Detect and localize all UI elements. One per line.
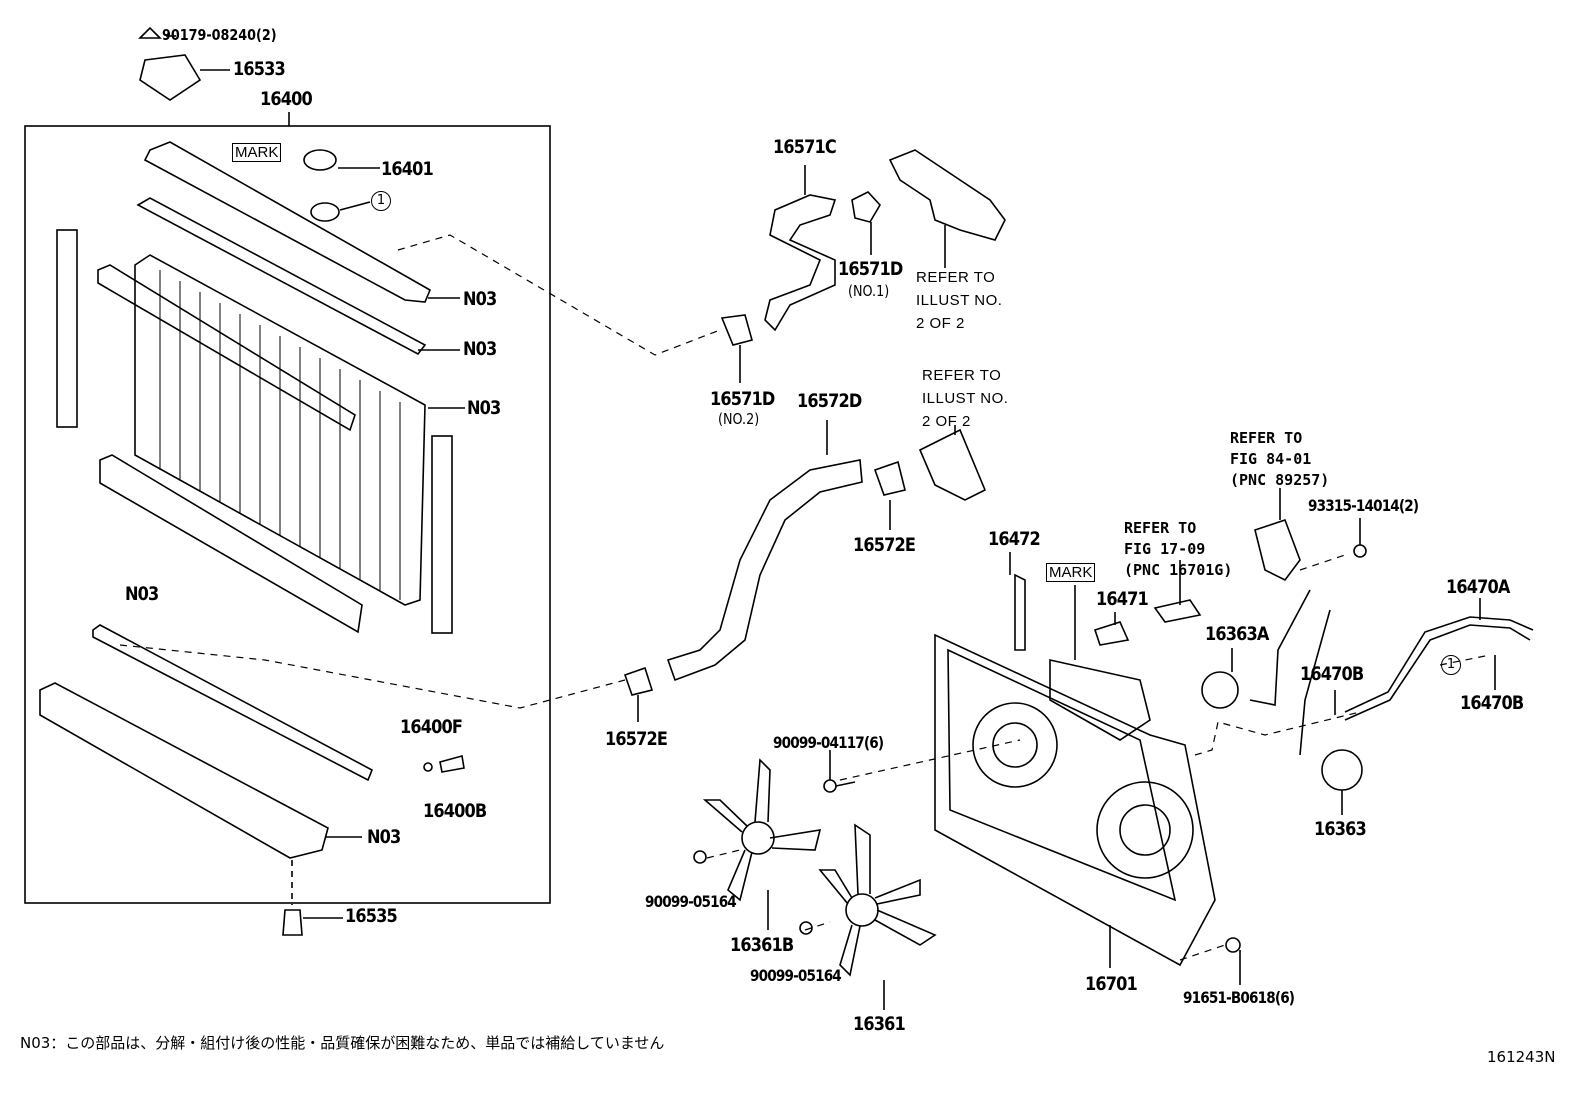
- part-label-16571d-no2: 16571D: [710, 388, 775, 410]
- fan-shroud: [934, 633, 1216, 967]
- part-label-16572e: 16572E: [605, 728, 668, 750]
- part-label-90099-05164: 90099-05164: [750, 966, 842, 985]
- part-label-16571c: 16571C: [773, 136, 837, 158]
- refer-illust-note: REFER TO ILLUST NO. 2 OF 2: [916, 269, 1003, 332]
- radiator-assembly-frame: [24, 125, 551, 904]
- lower-tank: [39, 682, 329, 859]
- part-label-90179-08240: 90179-08240(2): [162, 26, 277, 44]
- overflow-hose: [1344, 616, 1534, 721]
- part-label-n03: N03: [467, 397, 501, 419]
- part-label-16470a: 16470A: [1446, 576, 1510, 598]
- reference-circle-1: 1: [371, 191, 391, 211]
- part-label-16535: 16535: [345, 905, 398, 927]
- part-label-16533: 16533: [233, 58, 286, 80]
- part-label-16400f: 16400F: [400, 716, 463, 738]
- part-note-no1: (NO.1): [848, 282, 890, 300]
- part-label-90099-05164: 90099-05164: [645, 892, 737, 911]
- refer-fig-84-01-note: REFER TO FIG 84-01 (PNC 89257): [1230, 429, 1330, 489]
- part-label-16572e: 16572E: [853, 534, 916, 556]
- part-label-16400: 16400: [260, 88, 313, 110]
- part-label-90099-04117: 90099-04117(6): [773, 733, 884, 752]
- part-label-16571d-no1: 16571D: [838, 258, 903, 280]
- mark-box: MARK: [232, 143, 282, 162]
- part-label-16401: 16401: [381, 158, 434, 180]
- part-label-93315-14014: 93315-14014(2): [1308, 496, 1419, 515]
- part-label-91651-b0618: 91651-B0618(6): [1183, 988, 1295, 1007]
- mark-box: MARK: [1046, 563, 1096, 582]
- part-label-n03: N03: [463, 288, 497, 310]
- part-note-no2: (NO.2): [718, 410, 760, 428]
- fan-motor-a: [1201, 671, 1239, 709]
- core-fins: [159, 270, 401, 600]
- part-label-16471: 16471: [1096, 588, 1149, 610]
- n03-footnote: N03：この部品は、分解・組付け後の性能・品質確保が困難なため、単品では補給して…: [20, 1034, 665, 1052]
- part-label-16701: 16701: [1085, 973, 1138, 995]
- part-label-16363: 16363: [1314, 818, 1367, 840]
- part-label-16361: 16361: [853, 1013, 906, 1035]
- lower-radiator-hose: [666, 459, 863, 682]
- part-label-16472: 16472: [988, 528, 1041, 550]
- figure-id: 161243N: [1487, 1048, 1556, 1066]
- part-label-16470b: 16470B: [1460, 692, 1524, 714]
- upper-radiator-hose: [764, 194, 837, 332]
- part-label-16400b: 16400B: [423, 800, 487, 822]
- part-label-16363a: 16363A: [1205, 623, 1269, 645]
- upper-tank: [143, 141, 432, 303]
- part-label-16361b: 16361B: [730, 934, 794, 956]
- part-label-n03: N03: [125, 583, 159, 605]
- refer-illust-note: REFER TO ILLUST NO. 2 OF 2: [922, 367, 1009, 430]
- refer-fig-17-09-note: REFER TO FIG 17-09 (PNC 16701G): [1124, 519, 1233, 579]
- fan-blade-16361b: [702, 758, 822, 902]
- part-label-16470b: 16470B: [1300, 663, 1364, 685]
- reference-circle-1: 1: [1441, 655, 1461, 675]
- part-label-n03: N03: [367, 826, 401, 848]
- radiator-core: [134, 254, 426, 606]
- part-label-n03: N03: [463, 338, 497, 360]
- part-label-16572d: 16572D: [797, 390, 862, 412]
- fan-motor-b: [1321, 749, 1363, 791]
- fan-blade-16361: [818, 823, 937, 977]
